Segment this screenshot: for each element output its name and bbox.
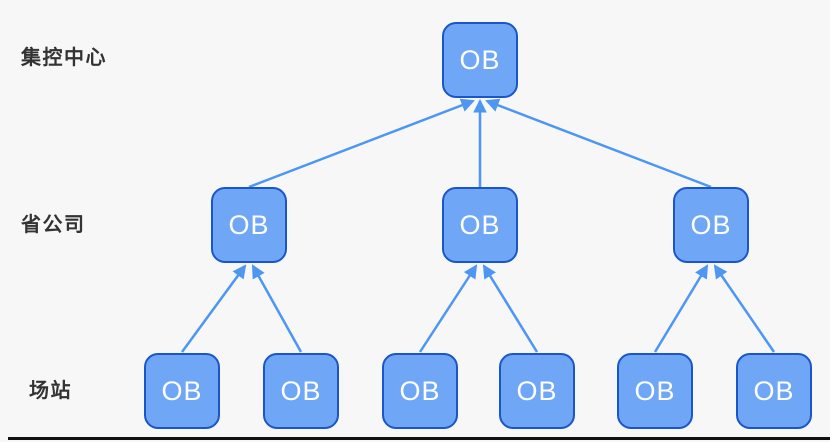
arrow-p1-to-c1 [248,98,475,189]
level-label-control-center: 集控中心 [21,47,107,69]
arrow-s2-to-p1 [251,264,303,353]
node-station-5: OB [617,353,693,429]
node-province-2: OB [442,187,518,263]
arrow-p3-to-c1 [485,98,712,189]
node-station-4: OB [499,353,575,429]
node-province-3: OB [673,187,749,263]
node-province-1: OB [211,187,287,263]
arrow-s3-to-p2 [418,264,478,353]
arrow-s1-to-p1 [180,264,247,353]
node-control-center: OB [442,22,518,98]
arrow-s4-to-p2 [482,264,539,353]
node-station-2: OB [263,353,339,429]
node-station-3: OB [382,353,458,429]
arrow-s6-to-p3 [713,264,776,353]
level-label-station: 场站 [29,380,72,402]
level-label-province-company: 省公司 [21,214,86,236]
node-station-6: OB [736,353,812,429]
bottom-divider-line [8,437,830,440]
arrow-s5-to-p3 [653,264,709,353]
node-station-1: OB [144,353,220,429]
